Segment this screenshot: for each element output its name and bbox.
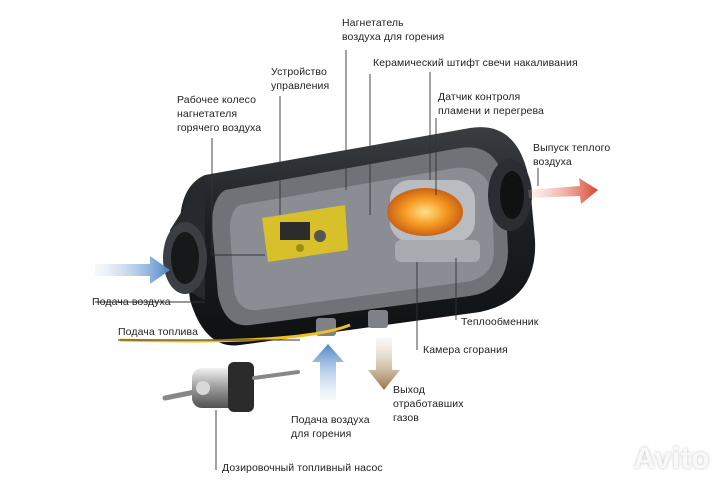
dosing-pump-visual — [162, 362, 300, 412]
fuel-line — [119, 323, 351, 343]
label-ceramic-glow-pin: Керамический штифт свечи накаливания — [373, 57, 578, 69]
combustion-chamber-visual — [387, 180, 480, 262]
label-combustion-chamber: Камера сгорания — [423, 344, 508, 356]
label-exhaust-outlet: Выход отработавших газов — [393, 384, 464, 424]
warm-air-outlet-arrow — [528, 178, 598, 204]
label-warm-air-outlet: Выпуск теплого воздуха — [533, 142, 611, 168]
label-heat-exchanger: Теплообменник — [461, 316, 539, 328]
label-impeller-hot-air: Рабочее колесо нагнетателя горячего возд… — [177, 94, 262, 134]
label-blower-combustion-air: Нагнетатель воздуха для горения — [342, 17, 445, 43]
heater-body — [163, 127, 536, 346]
exhaust-down-arrow — [368, 338, 400, 390]
label-dosing-fuel-pump: Дозировочный топливный насос — [222, 462, 383, 474]
label-air-inlet: Подача воздуха — [92, 296, 171, 308]
avito-watermark: Avito — [633, 442, 710, 475]
air-inlet-arrow — [95, 256, 170, 284]
label-fuel-supply: Подача топлива — [118, 326, 199, 338]
label-control-unit: Устройство управления — [271, 66, 330, 92]
combustion-air-up-arrow — [312, 344, 344, 400]
leader-lines — [95, 50, 539, 470]
label-combustion-air-supply: Подача воздуха для горения — [291, 414, 370, 440]
control-board-visual — [262, 205, 348, 262]
label-flame-overheat-sensor: Датчик контроля пламени и перегрева — [438, 91, 544, 117]
